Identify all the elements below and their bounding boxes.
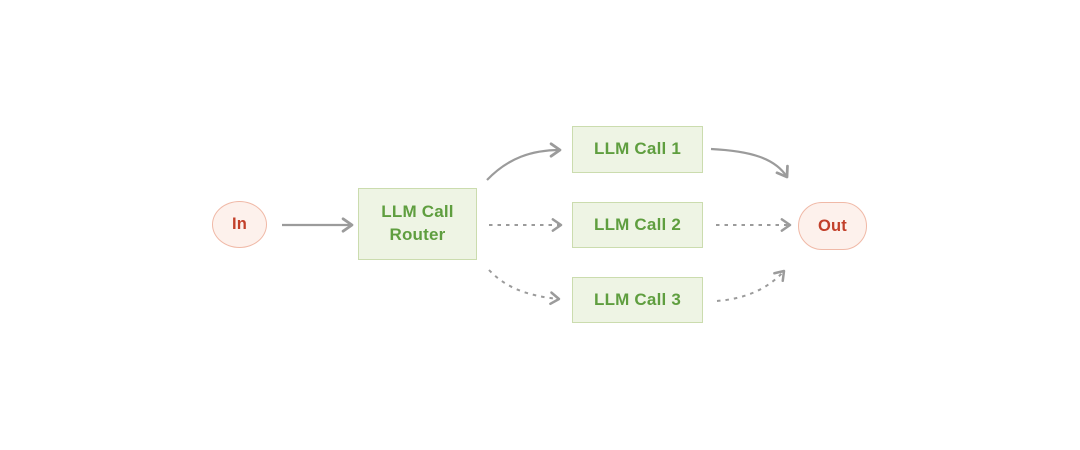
node-llm-call-router-label: LLM Call Router xyxy=(381,202,454,244)
node-llm-call-router: LLM Call Router xyxy=(358,188,477,260)
edge-router-to-call3 xyxy=(488,269,561,306)
node-llm-call-1-label: LLM Call 1 xyxy=(593,139,681,159)
node-out-label: Out xyxy=(817,216,847,235)
node-llm-call-2: LLM Call 2 xyxy=(572,202,703,248)
node-in: In xyxy=(212,201,267,248)
node-in-label: In xyxy=(231,215,248,233)
node-llm-call-3-label: LLM Call 3 xyxy=(593,289,681,309)
node-llm-call-3: LLM Call 3 xyxy=(572,277,703,323)
node-llm-call-1: LLM Call 1 xyxy=(572,126,703,173)
edge-call1-to-out xyxy=(710,147,789,179)
edge-router-to-call1 xyxy=(486,142,562,181)
node-out: Out xyxy=(798,202,867,250)
node-llm-call-2-label: LLM Call 2 xyxy=(593,214,681,234)
edge-call3-to-out xyxy=(716,269,786,302)
